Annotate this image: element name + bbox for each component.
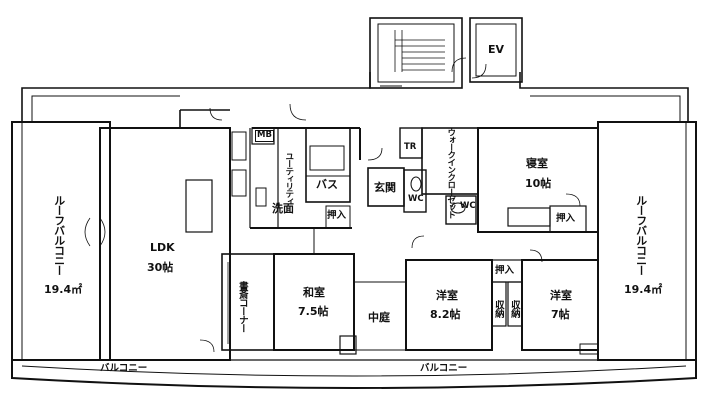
upper-terrace-outline	[21, 72, 371, 122]
oshiire-1-label: 押入	[327, 210, 347, 221]
youshitsu-1-size: 8.2帖	[430, 308, 461, 321]
utility-label: ユーティリティ	[283, 151, 294, 205]
tr-label: TR	[404, 142, 417, 152]
youshitsu-2-name: 洋室	[550, 289, 572, 302]
roof-balcony-left-size: 19.4㎡	[44, 283, 83, 296]
washitsu-name: 和室	[303, 286, 325, 299]
bath-label: バス	[316, 178, 338, 191]
wc-2-label: WC	[460, 201, 476, 211]
ldk-size: 30帖	[147, 261, 174, 274]
youshitsu-2	[521, 259, 599, 351]
balcony-rail	[11, 360, 697, 389]
nakaniwa-label: 中庭	[368, 311, 390, 324]
youshitsu-1-name: 洋室	[436, 289, 458, 302]
roof-balcony-right-size: 19.4㎡	[624, 283, 663, 296]
shuno-1-label: 収納	[492, 299, 504, 317]
bedroom-name: 寝室	[526, 157, 548, 170]
roof-balcony-left-label: ルーフバルコニー	[52, 195, 66, 275]
oshiire-2-label: 押入	[556, 213, 576, 224]
ldk-name: LDK	[150, 241, 175, 254]
genkan-label: 玄関	[374, 181, 396, 194]
youshitsu-2-size: 7帖	[551, 308, 570, 321]
walkin-closet-label: ウォークインクローゼット	[445, 128, 456, 218]
stair-core	[369, 17, 463, 89]
roof-balcony-right-label: ルーフバルコニー	[634, 195, 648, 275]
ev-shaft	[469, 17, 523, 83]
kitchen-island	[185, 179, 213, 233]
washitsu-size: 7.5帖	[298, 305, 329, 318]
shosai-label: 書斎コーナー	[236, 280, 248, 332]
wc-1	[403, 169, 427, 213]
wc-1-label: WC	[408, 194, 424, 204]
mb-label: MB	[255, 130, 274, 142]
ev-label: EV	[488, 43, 505, 56]
balcony-left-label: バルコニー	[100, 363, 148, 374]
oshiire-bedroom	[549, 205, 587, 233]
bath-room	[305, 127, 351, 203]
balcony-right-label: バルコニー	[420, 363, 468, 374]
bedroom	[477, 127, 599, 233]
bedroom-size: 10帖	[525, 177, 552, 190]
senmen-label: 洗面	[272, 202, 294, 215]
shuno-2-label: 収納	[508, 299, 520, 317]
youshitsu-1	[405, 259, 493, 351]
oshiire-3-label: 押入	[495, 265, 515, 276]
upper-terrace-outline-right	[519, 72, 689, 122]
wc-2	[445, 195, 477, 225]
